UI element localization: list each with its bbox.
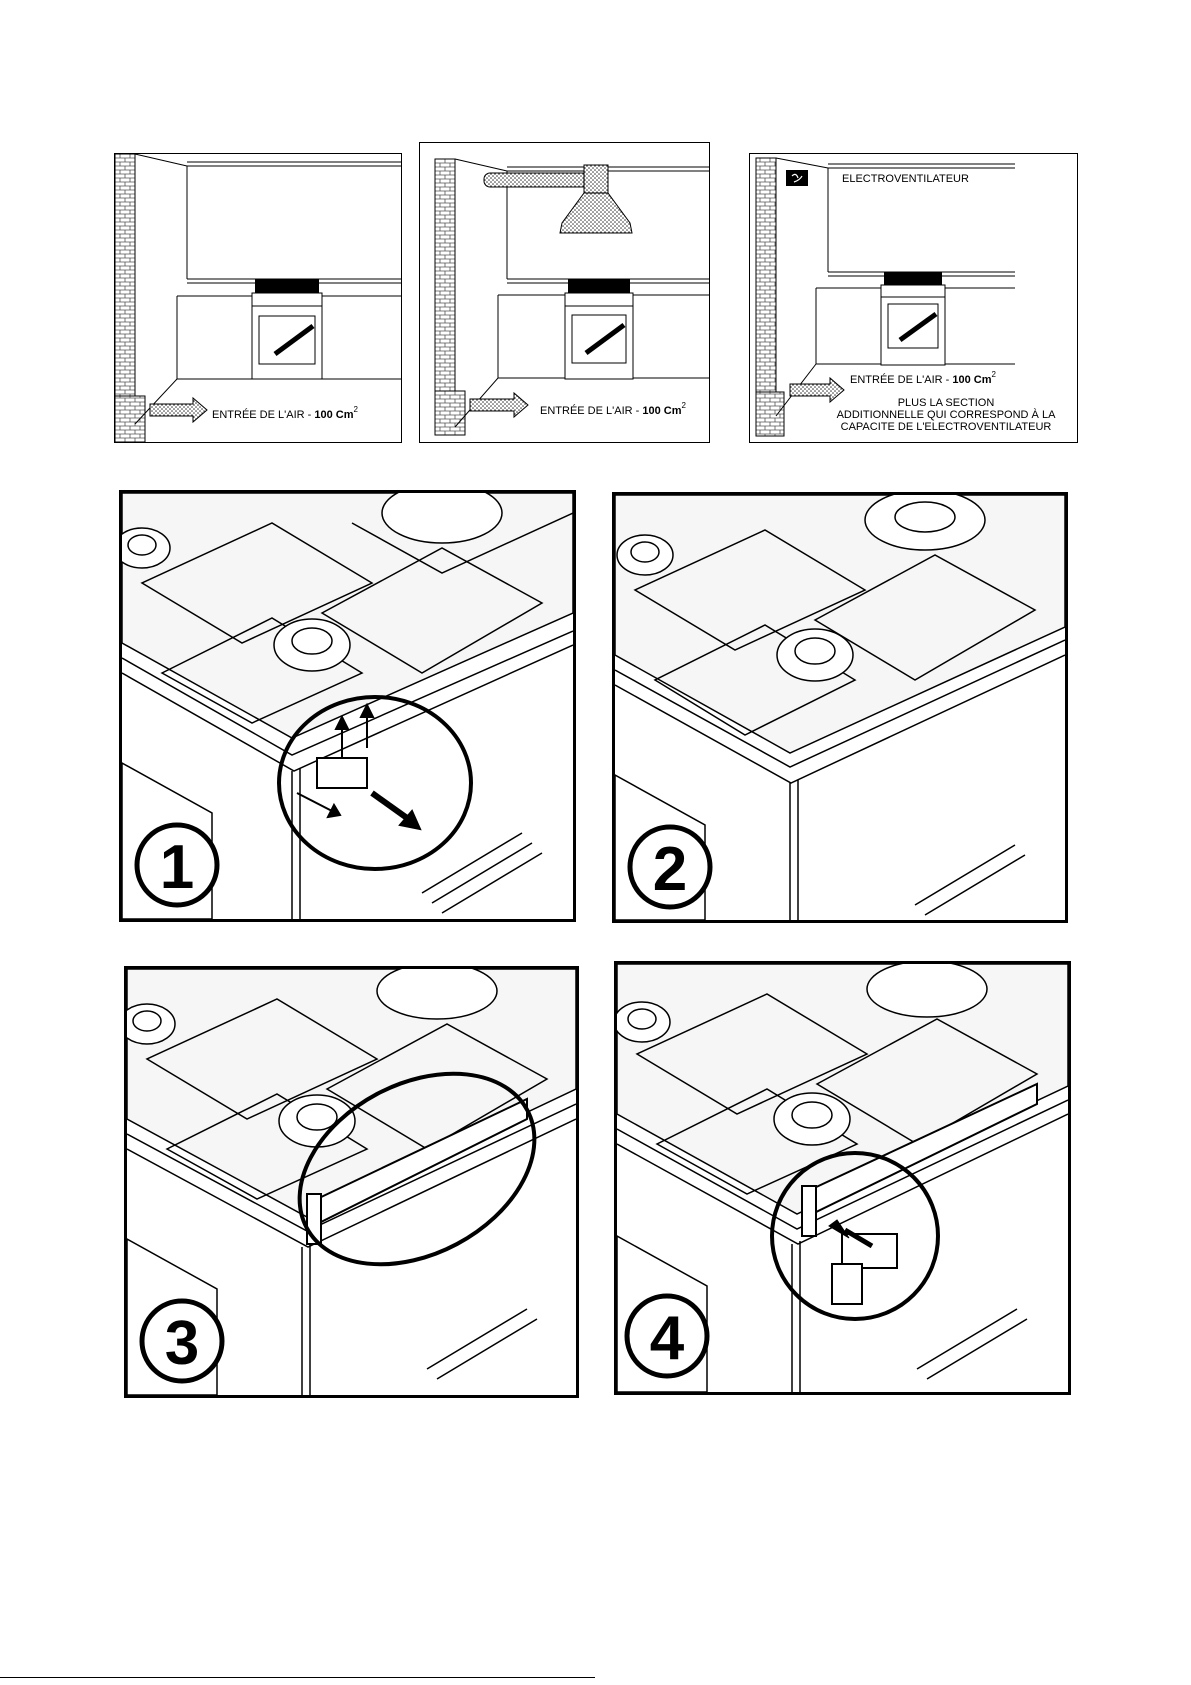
fan-label: ELECTROVENTILATEUR (842, 173, 969, 185)
footer-rule (0, 1677, 595, 1678)
step-panel-2: 2 (612, 492, 1068, 923)
kitchen-diagram: ENTRÉE DE L'AIR - 100 Cm2 (115, 154, 401, 442)
step-number: 4 (650, 1304, 685, 1373)
step-panel-3: 3 (124, 966, 579, 1398)
cooker-illustration: 1 (122, 493, 573, 919)
fan-icon (786, 170, 808, 186)
step-panel-1: 1 (119, 490, 576, 922)
step-number: 1 (160, 833, 194, 902)
step-number: 2 (653, 835, 687, 904)
air-inlet-unit-sup: 2 (991, 370, 996, 379)
kitchen-diagram: ELECTROVENTILATEUR ENTRÉE DE L'AIR - 100… (750, 154, 1077, 442)
ventilation-panel-fan: ELECTROVENTILATEUR ENTRÉE DE L'AIR - 100… (749, 153, 1078, 443)
air-inlet-unit-sup: 2 (353, 405, 358, 414)
cooker-illustration: 4 (617, 964, 1068, 1392)
note-line-1: PLUS LA SECTION (898, 397, 995, 409)
ventilation-panel-hood: ENTRÉE DE L'AIR - 100 Cm2 (419, 142, 710, 443)
note-line-3: CAPACITE DE L'ELECTROVENTILATEUR (841, 421, 1052, 433)
air-inlet-label: ENTRÉE DE L'AIR - (850, 373, 952, 386)
air-inlet-value: 100 Cm (952, 374, 991, 386)
air-inlet-label: ENTRÉE DE L'AIR - (540, 404, 642, 417)
note-line-2: ADDITIONNELLE QUI CORRESPOND À LA (837, 408, 1056, 421)
cooker-illustration: 3 (127, 969, 576, 1395)
svg-text:ENTRÉE DE L'AIR - 100 Cm2: ENTRÉE DE L'AIR - 100 Cm2 (850, 370, 996, 386)
air-inlet-value: 100 Cm (314, 409, 353, 421)
ventilation-panel-natural: ENTRÉE DE L'AIR - 100 Cm2 (114, 153, 402, 443)
kitchen-diagram: ENTRÉE DE L'AIR - 100 Cm2 (420, 143, 709, 442)
step-panel-4: 4 (614, 961, 1071, 1395)
cooker-illustration: 2 (615, 495, 1065, 920)
air-inlet-unit-sup: 2 (681, 401, 686, 410)
air-inlet-label: ENTRÉE DE L'AIR - (212, 408, 314, 421)
svg-text:ENTRÉE DE L'AIR - 100 Cm2: ENTRÉE DE L'AIR - 100 Cm2 (212, 405, 358, 421)
air-inlet-value: 100 Cm (642, 405, 681, 417)
svg-text:ENTRÉE DE L'AIR - 100 Cm2: ENTRÉE DE L'AIR - 100 Cm2 (540, 401, 686, 417)
step-number: 3 (165, 1309, 199, 1378)
